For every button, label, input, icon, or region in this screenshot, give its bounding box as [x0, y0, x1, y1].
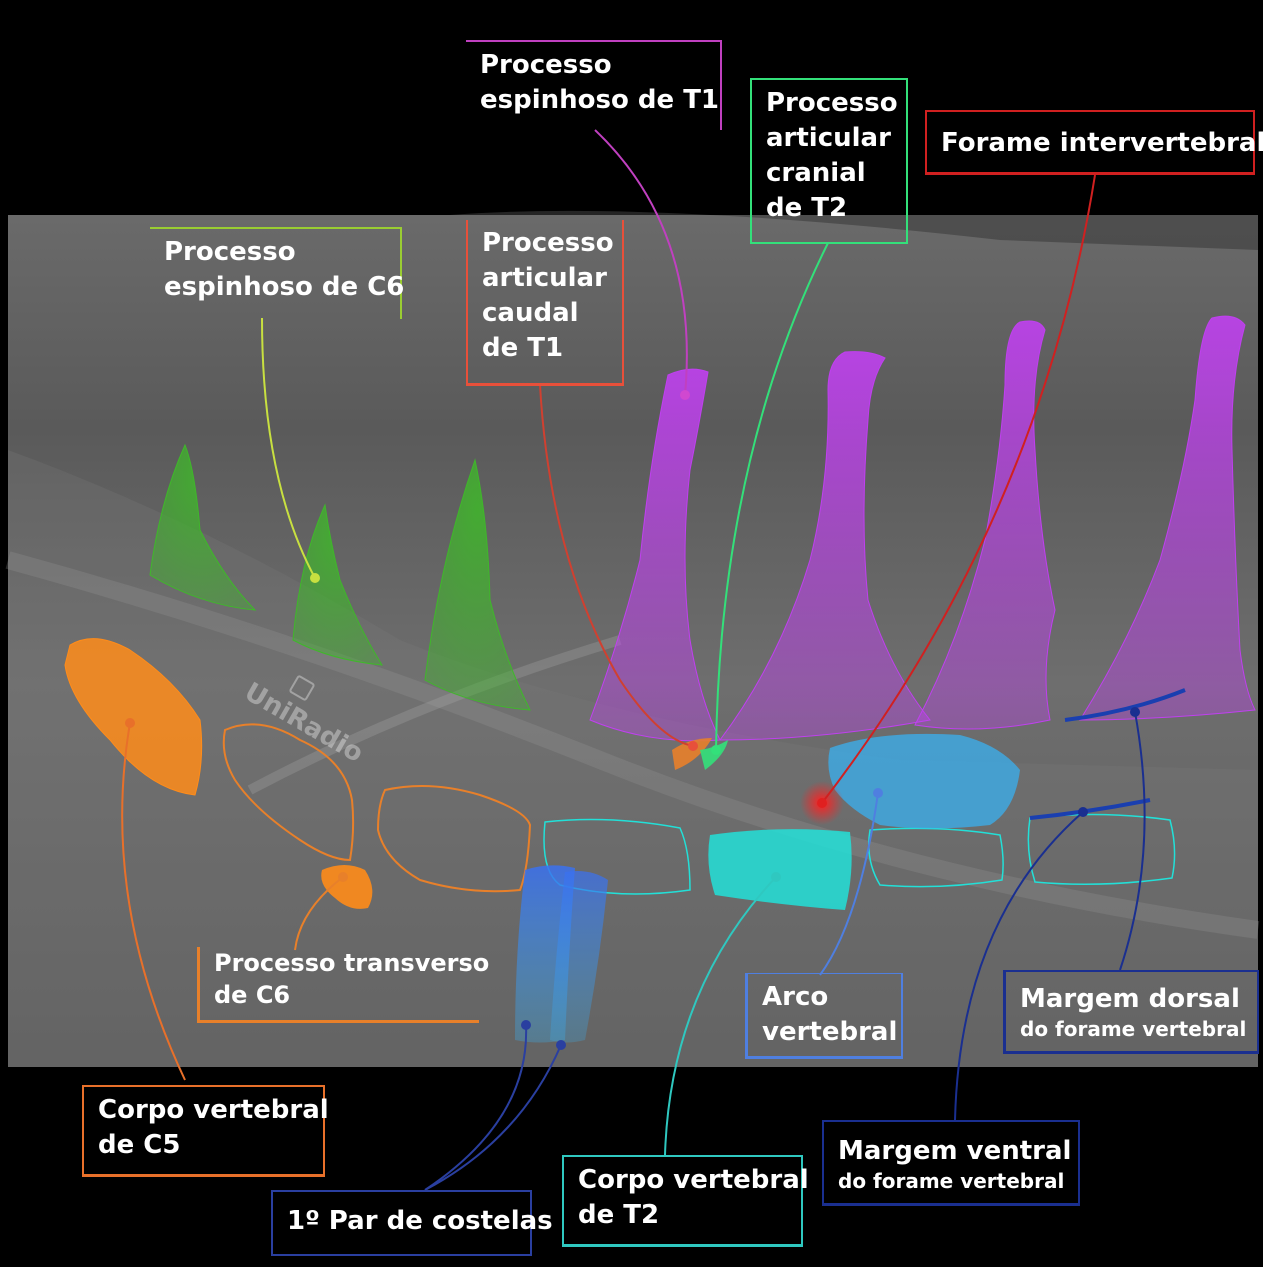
leader-dot-vertebral-body-t2 — [771, 872, 781, 882]
label-caudal-articular-process-t1: Processo articular caudal de T1 — [466, 220, 624, 386]
label-first-rib-pair: 1º Par de costelas — [271, 1190, 532, 1256]
label-intervertebral-foramen: Forame intervertebral — [925, 110, 1255, 175]
label-cranial-articular-process-t2: Processo articular cranial de T2 — [750, 78, 908, 244]
leader-dot-cranial-articular-t2 — [711, 745, 721, 755]
leader-dot-transverse-c6 — [338, 872, 348, 882]
leader-dot-dorsal-margin — [1130, 707, 1140, 717]
leader-dot-caudal-articular-t1 — [688, 741, 698, 751]
label-transverse-process-c6: Processo transverso de C6 — [197, 947, 479, 1023]
leader-dot-rib-b — [556, 1040, 566, 1050]
label-ventral-margin: Margem ventral do forame vertebral — [822, 1120, 1080, 1206]
leader-dot-vertebral-arch — [873, 788, 883, 798]
leader-dot-intervertebral-foramen — [817, 798, 827, 808]
leader-dot-spinous-t1 — [680, 390, 690, 400]
leader-dot-rib-a — [521, 1020, 531, 1030]
label-dorsal-margin: Margem dorsal do forame vertebral — [1003, 970, 1259, 1054]
leader-dot-vertebral-body-c5 — [125, 718, 135, 728]
leader-dot-spinous-c6 — [310, 573, 320, 583]
leader-dot-ventral-margin — [1078, 807, 1088, 817]
